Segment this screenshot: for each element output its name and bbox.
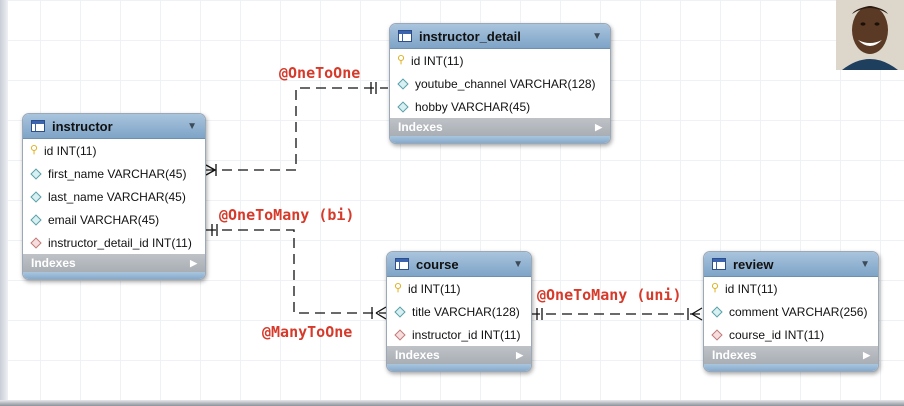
foreign-key-diamond-icon: [394, 328, 406, 341]
column-row[interactable]: email VARCHAR(45): [23, 208, 205, 231]
indexes-label: Indexes: [398, 120, 443, 134]
label-one-to-many-uni: @OneToMany (uni): [537, 286, 682, 304]
column-row[interactable]: ⚲ id INT(11): [23, 139, 205, 162]
foreign-key-diamond-icon: [711, 328, 723, 341]
key-icon: ⚲: [711, 282, 720, 294]
table-title: course: [416, 256, 459, 272]
indexes-section[interactable]: Indexes ▶: [704, 346, 878, 364]
column-label: instructor_detail_id INT(11): [48, 235, 192, 250]
column-diamond-icon: [397, 100, 409, 113]
label-many-to-one: @ManyToOne: [262, 323, 353, 341]
table-footer: [390, 136, 610, 143]
column-row[interactable]: ⚲ id INT(11): [387, 277, 531, 300]
chevron-right-icon[interactable]: ▶: [863, 349, 870, 360]
indexes-section[interactable]: Indexes ▶: [23, 254, 205, 272]
column-row[interactable]: title VARCHAR(128): [387, 300, 531, 323]
column-label: id INT(11): [408, 281, 461, 296]
column-label: email VARCHAR(45): [48, 212, 160, 227]
column-label: comment VARCHAR(256): [729, 304, 868, 319]
label-one-to-many-bi: @OneToMany (bi): [219, 206, 355, 224]
column-row[interactable]: hobby VARCHAR(45): [390, 95, 610, 118]
column-label: youtube_channel VARCHAR(128): [415, 76, 596, 91]
column-row[interactable]: ⚲ id INT(11): [390, 49, 610, 72]
chevron-right-icon[interactable]: ▶: [595, 121, 602, 132]
chevron-down-icon[interactable]: ▼: [187, 120, 197, 132]
column-row[interactable]: last_name VARCHAR(45): [23, 185, 205, 208]
key-icon: ⚲: [30, 144, 39, 156]
key-icon: ⚲: [394, 282, 403, 294]
table-title: review: [733, 256, 774, 272]
table-review[interactable]: review ▼ ⚲ id INT(11) comment VARCHAR(25…: [703, 251, 879, 372]
foreign-key-diamond-icon: [30, 236, 42, 249]
table-course[interactable]: course ▼ ⚲ id INT(11) title VARCHAR(128)…: [386, 251, 532, 372]
table-instructor-detail[interactable]: instructor_detail ▼ ⚲ id INT(11) youtube…: [389, 23, 611, 144]
label-one-to-one: @OneToOne: [279, 64, 361, 82]
column-diamond-icon: [30, 167, 42, 180]
column-row[interactable]: comment VARCHAR(256): [704, 300, 878, 323]
chevron-right-icon[interactable]: ▶: [516, 349, 523, 360]
connector-one-to-one: [206, 87, 388, 171]
table-icon: [395, 258, 409, 270]
table-header[interactable]: review ▼: [704, 252, 878, 277]
table-header[interactable]: instructor_detail ▼: [390, 24, 610, 49]
table-title: instructor: [52, 118, 113, 134]
column-label: id INT(11): [44, 143, 97, 158]
column-row[interactable]: ⚲ id INT(11): [704, 277, 878, 300]
column-row[interactable]: first_name VARCHAR(45): [23, 162, 205, 185]
indexes-label: Indexes: [31, 256, 76, 270]
column-label: instructor_id INT(11): [412, 327, 521, 342]
table-title: instructor_detail: [419, 28, 521, 44]
table-instructor[interactable]: instructor ▼ ⚲ id INT(11) first_name VAR…: [22, 113, 206, 280]
column-row[interactable]: youtube_channel VARCHAR(128): [390, 72, 610, 95]
table-footer: [704, 364, 878, 371]
table-icon: [712, 258, 726, 270]
column-row[interactable]: instructor_id INT(11): [387, 323, 531, 346]
table-icon: [31, 120, 45, 132]
chevron-down-icon[interactable]: ▼: [860, 258, 870, 270]
frame-edge: [0, 400, 904, 406]
column-diamond-icon: [30, 213, 42, 226]
frame-edge: [0, 0, 8, 406]
table-footer: [23, 272, 205, 279]
presenter-photo: [836, 0, 904, 70]
column-diamond-icon: [711, 305, 723, 318]
indexes-section[interactable]: Indexes ▶: [390, 118, 610, 136]
column-label: hobby VARCHAR(45): [415, 99, 531, 114]
table-icon: [398, 30, 412, 42]
chevron-down-icon[interactable]: ▼: [592, 30, 602, 42]
column-diamond-icon: [30, 190, 42, 203]
column-row[interactable]: instructor_detail_id INT(11): [23, 231, 205, 254]
column-label: title VARCHAR(128): [412, 304, 520, 319]
column-diamond-icon: [397, 77, 409, 90]
table-header[interactable]: course ▼: [387, 252, 531, 277]
column-diamond-icon: [394, 305, 406, 318]
column-label: first_name VARCHAR(45): [48, 166, 187, 181]
indexes-label: Indexes: [395, 348, 440, 362]
table-footer: [387, 364, 531, 371]
column-label: course_id INT(11): [729, 327, 825, 342]
column-label: id INT(11): [725, 281, 778, 296]
indexes-label: Indexes: [712, 348, 757, 362]
chevron-down-icon[interactable]: ▼: [513, 258, 523, 270]
column-row[interactable]: course_id INT(11): [704, 323, 878, 346]
table-header[interactable]: instructor ▼: [23, 114, 205, 139]
column-label: last_name VARCHAR(45): [48, 189, 186, 204]
chevron-right-icon[interactable]: ▶: [190, 257, 197, 268]
indexes-section[interactable]: Indexes ▶: [387, 346, 531, 364]
column-label: id INT(11): [411, 53, 464, 68]
connector-one-to-many-bi: [206, 229, 386, 314]
key-icon: ⚲: [397, 54, 406, 66]
